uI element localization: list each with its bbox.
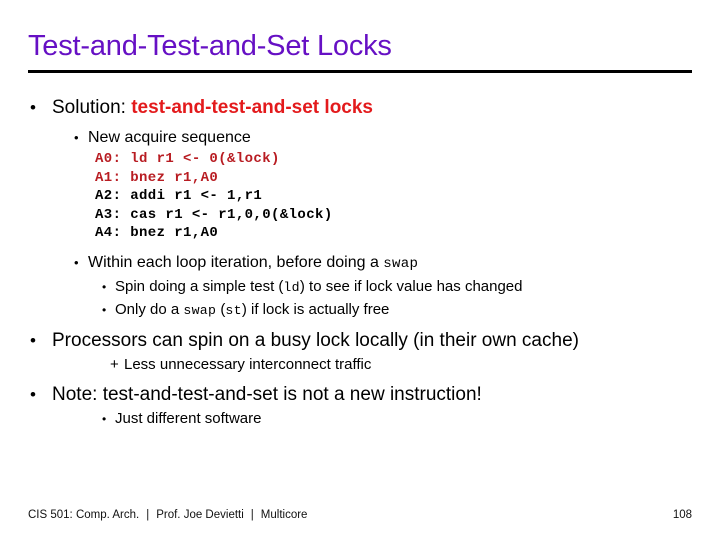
footer-credits: CIS 501: Comp. Arch. | Prof. Joe Devietti |… <box>28 508 307 523</box>
code-line-a1: A1: bnez r1,A0 <box>95 169 219 186</box>
only-do-post: ) if lock is actually free <box>241 300 390 318</box>
within-loop-text: Within each loop iteration, before doing… <box>88 251 418 276</box>
bullet-solution-text: Solution: test-and-test-and-set locks <box>52 94 373 121</box>
only-do-text: Only do a swap (st) if lock is actually … <box>115 299 389 322</box>
bullet-marker-icon: • <box>74 254 79 270</box>
spacer <box>0 243 720 251</box>
bullet-within-loop-iteration: • Within each loop iteration, before doi… <box>0 251 720 276</box>
bullet-note-not-new-instruction: • Note: test-and-test-and-set is not a n… <box>0 381 720 408</box>
code-line-a3: A3: cas r1 <- r1,0,0(&lock) <box>95 206 333 223</box>
footer-separator: | <box>146 509 150 521</box>
bullet-solution: • Solution: test-and-test-and-set locks <box>0 94 720 121</box>
spin-pre: Spin doing a simple test ( <box>115 277 284 295</box>
note-label: Note: test-and-test-and-set is not a new… <box>52 383 482 405</box>
page-title: Test-and-Test-and-Set Locks <box>28 30 392 62</box>
code-line-a0: A0: ld r1 <- 0(&lock) <box>95 151 280 167</box>
slide-footer: CIS 501: Comp. Arch. | Prof. Joe Devietti |… <box>28 508 692 523</box>
slide-body: • Solution: test-and-test-and-set locks … <box>0 94 720 430</box>
bullet-marker-icon: • <box>30 384 36 404</box>
code-listing: A0: ld r1 <- 0(&lock) A1: bnez r1,A0 A2:… <box>0 150 720 243</box>
title-block: Test-and-Test-and-Set Locks <box>28 28 692 64</box>
plus-marker-icon: + <box>110 355 119 373</box>
footer-topic: Multicore <box>260 509 308 521</box>
bullet-spin-simple-test: • Spin doing a simple test (ld) to see i… <box>0 276 720 299</box>
title-underline-rule <box>28 70 692 73</box>
bullet-marker-icon: • <box>30 330 36 350</box>
bullet-marker-icon: • <box>102 279 107 294</box>
within-loop-pre: Within each loop iteration, before doing… <box>88 253 384 271</box>
footer-course: CIS 501: Comp. Arch. <box>28 509 140 521</box>
bullet-new-acquire-sequence: • New acquire sequence <box>0 126 720 149</box>
within-loop-mono: swap <box>383 255 419 272</box>
spin-text: Spin doing a simple test (ld) to see if … <box>115 276 523 299</box>
bullet-processors-spin: • Processors can spin on a busy lock loc… <box>0 327 720 354</box>
less-traffic-label: Less unnecessary interconnect traffic <box>124 355 372 373</box>
code-line-a4: A4: bnez r1,A0 <box>95 225 219 241</box>
bullet-only-do-swap: • Only do a swap (st) if lock is actuall… <box>0 299 720 322</box>
solution-emphasis: test-and-test-and-set locks <box>131 97 374 118</box>
slide-number: 108 <box>672 509 692 521</box>
bullet-less-traffic: + Less unnecessary interconnect traffic <box>0 354 720 376</box>
processors-label: Processors can spin on a busy lock local… <box>52 329 579 351</box>
just-software-label: Just different software <box>115 409 262 427</box>
footer-separator: | <box>250 509 254 521</box>
only-do-mid: ( <box>216 300 226 318</box>
solution-label: Solution: <box>52 97 132 118</box>
footer-instructor: Prof. Joe Devietti <box>156 509 244 521</box>
only-do-mono-swap: swap <box>183 302 217 318</box>
bullet-marker-icon: • <box>30 98 36 117</box>
only-do-pre: Only do a <box>115 300 184 318</box>
bullet-marker-icon: • <box>102 302 107 317</box>
bullet-marker-icon: • <box>102 411 107 426</box>
spin-mono: ld <box>283 279 300 295</box>
code-line-a2: A2: addi r1 <- 1,r1 <box>95 188 263 204</box>
bullet-marker-icon: • <box>74 130 79 145</box>
bullet-just-different-software: • Just different software <box>0 408 720 430</box>
only-do-mono-st: st <box>225 302 242 318</box>
spin-post: ) to see if lock value has changed <box>299 277 523 295</box>
new-acquire-label: New acquire sequence <box>88 129 251 146</box>
